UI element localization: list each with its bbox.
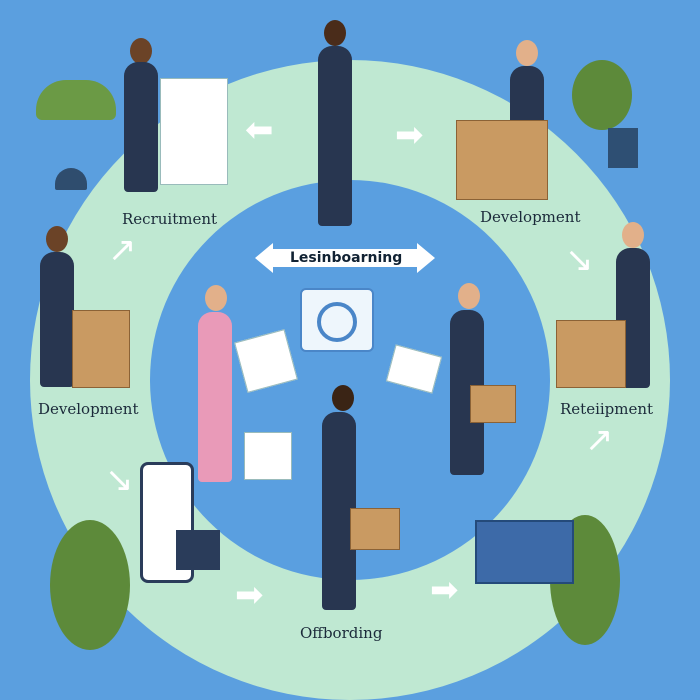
stage-label-retirement: Reteiipment	[560, 400, 654, 418]
person-head	[205, 285, 227, 311]
person-head	[332, 385, 354, 411]
clipboard-icon	[160, 78, 228, 185]
box-icon	[72, 310, 130, 388]
stage-label-development-top: Development	[480, 208, 581, 226]
bush-icon	[36, 80, 116, 120]
person-head	[324, 20, 346, 46]
person-head	[516, 40, 538, 66]
stage-label-offboarding: Offbording	[300, 624, 383, 642]
target-icon	[300, 288, 374, 352]
box-icon	[556, 320, 626, 388]
center-label: Lesinboarning	[290, 250, 403, 266]
person-recruiter	[124, 62, 158, 192]
pot-icon	[608, 128, 638, 168]
briefcase-icon	[470, 385, 516, 423]
arrow-down-icon: ↘	[105, 460, 134, 500]
document-icon	[244, 432, 292, 480]
arrow-down-icon: ↘	[565, 240, 594, 280]
arrow-left-icon: ⬅	[245, 110, 274, 150]
arrow-up-icon: ↗	[108, 230, 137, 270]
briefcase-icon	[350, 508, 400, 550]
arrow-right-icon: ➡	[430, 570, 459, 610]
box-gears-icon	[475, 520, 574, 584]
person-head	[46, 226, 68, 252]
stone-icon	[55, 168, 87, 190]
person-head	[130, 38, 152, 64]
person-left	[40, 252, 74, 387]
person-head	[458, 283, 480, 309]
box-icon	[456, 120, 548, 200]
stage-label-recruitment: Recruitment	[122, 210, 218, 228]
arrow-right-icon: ➡	[235, 575, 264, 615]
stage-label-development-left: Development	[38, 400, 139, 418]
arrow-right-icon: ➡	[395, 115, 424, 155]
person-head	[622, 222, 644, 248]
arrow-up-icon: ↗	[585, 420, 614, 460]
person-woman-pink	[198, 312, 232, 482]
plant-icon	[572, 60, 632, 130]
person-manager	[318, 46, 352, 226]
plant-icon	[50, 520, 130, 650]
laptop-icon	[176, 530, 220, 570]
